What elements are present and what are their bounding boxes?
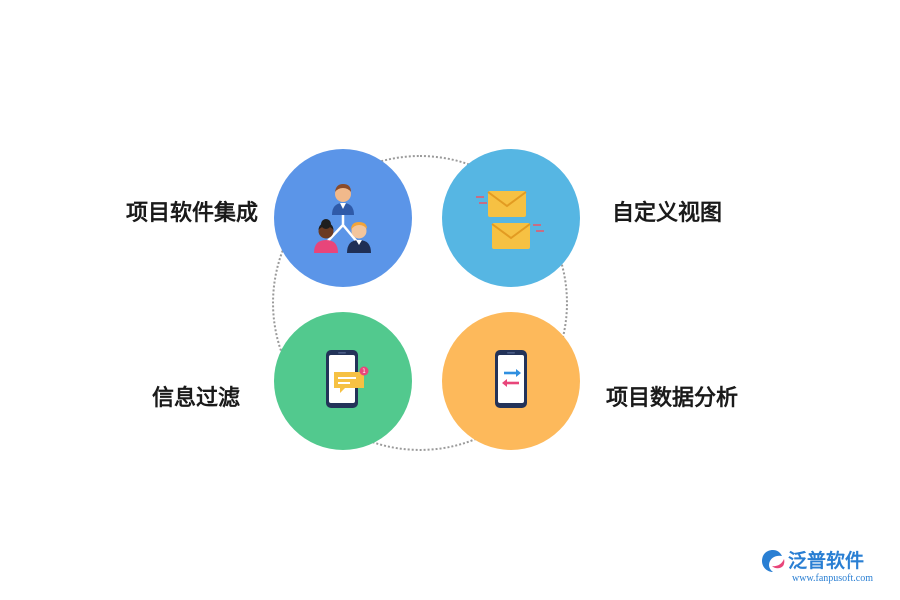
phone-message-icon: 1 [326, 350, 369, 408]
data-analysis-circle [442, 312, 580, 450]
dotted-ring [272, 155, 568, 451]
integration-label: 项目软件集成 [125, 201, 258, 226]
custom-view-label: 自定义视图 [612, 201, 723, 226]
brand-url: www.fanpusoft.com [792, 573, 874, 584]
info-filter-label: 信息过滤 [151, 386, 240, 411]
svg-text:1: 1 [362, 368, 366, 375]
data-analysis-label: 项目数据分析 [606, 386, 739, 411]
envelopes-icon [476, 191, 544, 249]
brand-watermark: 泛普软件 www.fanpusoft.com [760, 546, 890, 592]
phone-transfer-icon [495, 350, 527, 408]
integration-circle [274, 149, 412, 287]
info-filter-circle: 1 [274, 312, 412, 450]
brand-logo-icon [762, 550, 785, 572]
brand-name: 泛普软件 [788, 550, 865, 572]
custom-view-circle [442, 149, 580, 287]
team-hierarchy-icon [314, 184, 371, 253]
